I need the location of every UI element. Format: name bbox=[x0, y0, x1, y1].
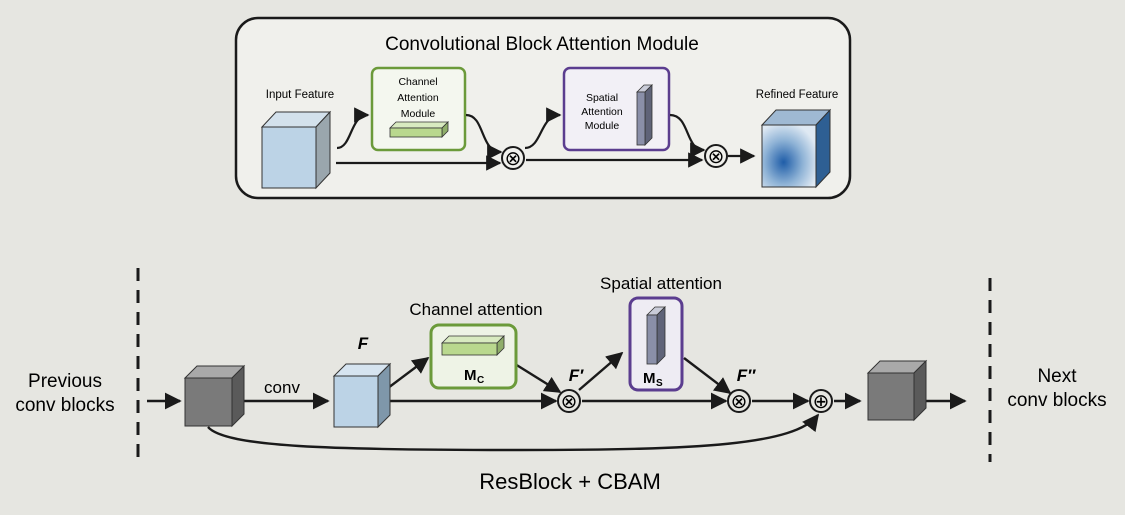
spatial-module-line-2: Attention bbox=[581, 106, 623, 118]
mc-vector-bar bbox=[441, 335, 505, 356]
arrow-fprime-to-spatial bbox=[578, 351, 624, 391]
residual-skip-arrow bbox=[207, 413, 820, 452]
ms-label-sub: S bbox=[656, 378, 663, 389]
refined-feature-label: Refined Feature bbox=[756, 89, 838, 101]
bottom-flow-arrows bbox=[147, 351, 967, 452]
arrow-channel-to-multiply bbox=[514, 362, 562, 394]
input-block-cube bbox=[183, 364, 246, 428]
residual-add: ⊕ bbox=[809, 389, 833, 413]
bottom-multiply-2: ⊗ bbox=[727, 389, 751, 413]
f-prime-label: F′ bbox=[569, 366, 584, 385]
spatial-attention-module: Spatial Attention Module bbox=[562, 66, 671, 152]
spatial-module-line-1: Spatial bbox=[586, 92, 618, 104]
channel-module-line-2: Attention bbox=[397, 92, 439, 104]
f-feature-cube bbox=[332, 362, 392, 429]
top-multiply-1-symbol: ⊗ bbox=[505, 148, 522, 170]
bottom-multiply-2-symbol: ⊗ bbox=[731, 391, 748, 413]
arrow-multiply-to-spatial bbox=[524, 107, 562, 150]
diagram-caption: ResBlock + CBAM bbox=[479, 469, 661, 494]
spatial-module-line-3: Module bbox=[585, 120, 620, 132]
arrow-spatial-to-multiply bbox=[669, 113, 706, 158]
channel-module-line-1: Channel bbox=[398, 76, 437, 88]
spatial-map-slab bbox=[636, 84, 653, 146]
bottom-multiply-1: ⊗ bbox=[557, 389, 581, 413]
channel-attention-title: Channel attention bbox=[409, 300, 542, 319]
top-multiply-1: ⊗ bbox=[501, 146, 525, 170]
bottom-multiply-1-symbol: ⊗ bbox=[561, 391, 578, 413]
next-label-line-2: conv blocks bbox=[1007, 390, 1106, 411]
spatial-attention-box: M S bbox=[628, 296, 684, 392]
top-multiply-2: ⊗ bbox=[704, 144, 728, 168]
spatial-attention-title: Spatial attention bbox=[600, 274, 722, 293]
arrow-channel-to-multiply bbox=[465, 113, 503, 160]
f-double-prime-label: F″ bbox=[737, 366, 756, 385]
previous-label-line-1: Previous bbox=[28, 371, 102, 392]
top-multiply-2-symbol: ⊗ bbox=[708, 146, 725, 168]
channel-vector-bar bbox=[389, 121, 449, 138]
mc-label-sub: C bbox=[477, 375, 484, 386]
next-label-line-1: Next bbox=[1037, 366, 1077, 387]
refined-feature-cube bbox=[760, 108, 832, 189]
arrow-f-to-channel bbox=[387, 356, 430, 389]
output-block-cube bbox=[866, 359, 928, 422]
conv-label: conv bbox=[264, 378, 300, 397]
top-flow-arrows bbox=[336, 107, 756, 171]
module-title: Convolutional Block Attention Module bbox=[385, 34, 699, 55]
arrow-spatial-to-multiply bbox=[683, 357, 732, 395]
arrow-input-to-channel bbox=[336, 107, 370, 150]
mc-label-main: M bbox=[464, 367, 477, 384]
cbam-module-panel: Convolutional Block Attention Module Inp… bbox=[234, 16, 852, 200]
channel-attention-box: M C bbox=[429, 323, 518, 390]
input-feature-cube bbox=[260, 110, 332, 190]
channel-attention-module: Channel Attention Module bbox=[370, 66, 467, 152]
previous-label-line-2: conv blocks bbox=[15, 395, 114, 416]
channel-module-line-3: Module bbox=[401, 108, 436, 120]
f-label: F bbox=[358, 334, 369, 353]
ms-spatial-slab bbox=[646, 306, 666, 365]
ms-label-main: M bbox=[643, 370, 656, 387]
resblock-cbam-diagram: Previous conv blocks Next conv blocks co… bbox=[15, 268, 1107, 494]
residual-add-symbol: ⊕ bbox=[813, 391, 830, 413]
input-feature-label: Input Feature bbox=[266, 89, 334, 101]
